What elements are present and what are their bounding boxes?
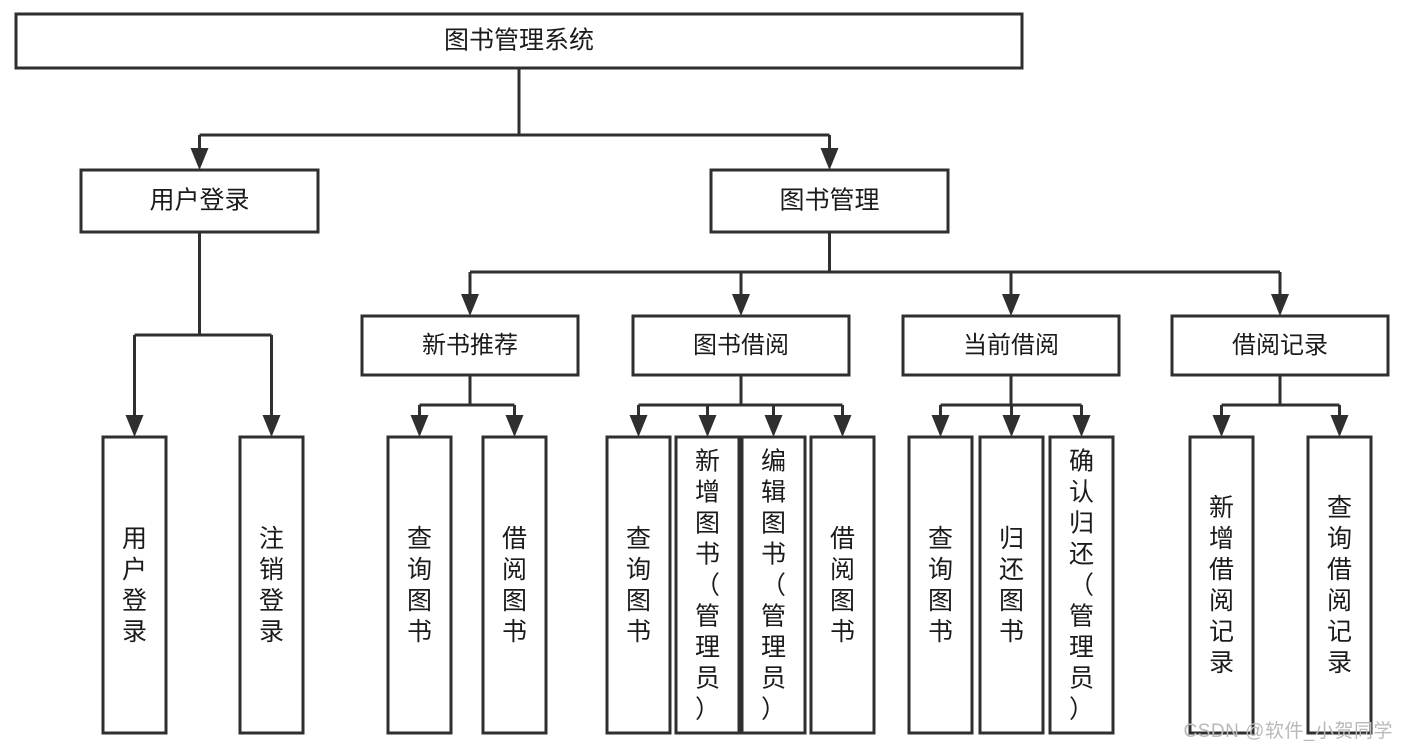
- node-borrow-record[interactable]: 借阅记录: [1170, 314, 1390, 377]
- node-leaf-rect: [605, 435, 672, 735]
- node-leaf-label: 注销登录: [259, 525, 284, 646]
- node-leaf-label: 编辑图书（管理员）: [761, 448, 786, 724]
- node-user-login-rect: [79, 168, 320, 234]
- arrow-head-icon-leaf: [1072, 415, 1091, 437]
- node-leaf-label: 查询图书: [407, 525, 432, 646]
- node-leaf-rect: [386, 435, 453, 735]
- node-leaf-label: 借阅图书: [502, 525, 527, 646]
- node-leaf-label: 归还图书: [999, 525, 1024, 646]
- node-root-label: 图书管理系统: [444, 27, 594, 55]
- arrow-head-icon-current-borrow: [1002, 294, 1020, 316]
- node-leaf[interactable]: 借阅图书: [481, 435, 548, 735]
- node-leaf-label: 查询图书: [928, 525, 953, 646]
- node-leaf-rect: [101, 435, 168, 735]
- node-leaf-rect: [1048, 435, 1115, 735]
- arrow-head-icon-leaf: [125, 415, 144, 437]
- arrow-head-icon-leaf: [262, 415, 281, 437]
- node-root[interactable]: 图书管理系统: [14, 12, 1024, 70]
- node-leaf[interactable]: 新增借阅记录: [1188, 435, 1255, 735]
- node-book-management-rect: [709, 168, 950, 234]
- node-leaf-rect: [238, 435, 305, 735]
- arrow-head-icon-leaf: [410, 415, 429, 437]
- node-current-borrow-label: 当前借阅: [963, 332, 1059, 359]
- arrow-head-icon-leaf: [505, 415, 524, 437]
- node-current-borrow[interactable]: 当前借阅: [901, 314, 1121, 377]
- node-user-login-label: 用户登录: [149, 187, 249, 215]
- arrow-head-icon-leaf: [1002, 415, 1021, 437]
- node-leaf-rect: [740, 435, 807, 735]
- node-leaf-label: 新增借阅记录: [1209, 494, 1234, 677]
- node-leaf[interactable]: 查询图书: [605, 435, 672, 735]
- node-leaf-rect: [481, 435, 548, 735]
- arrow-head-icon-leaf: [1212, 415, 1231, 437]
- node-leaf[interactable]: 归还图书: [978, 435, 1045, 735]
- node-borrow-record-label: 借阅记录: [1232, 332, 1328, 359]
- arrow-head-icon-leaf: [931, 415, 950, 437]
- node-leaf-rect: [809, 435, 876, 735]
- node-leaf-rect: [1306, 435, 1373, 735]
- node-leaf[interactable]: 查询图书: [386, 435, 453, 735]
- arrow-head-icon-leaf: [764, 415, 783, 437]
- node-leaf-label: 新增图书（管理员）: [695, 448, 720, 724]
- node-book-borrow-label: 图书借阅: [693, 332, 789, 359]
- arrow-head-icon-borrow-record: [1271, 294, 1289, 316]
- node-leaf-label: 查询图书: [626, 525, 651, 646]
- node-leaf[interactable]: 确认归还（管理员）: [1048, 435, 1115, 735]
- node-leaf-rect: [978, 435, 1045, 735]
- arrow-head-icon-user-login: [190, 148, 209, 170]
- node-leaf[interactable]: 编辑图书（管理员）: [740, 435, 807, 735]
- node-book-management[interactable]: 图书管理: [709, 168, 950, 234]
- arrow-head-icon-new-book-recommend: [461, 294, 479, 316]
- arrow-head-icon-leaf: [698, 415, 717, 437]
- node-root-rect: [14, 12, 1024, 70]
- node-new-book-recommend-label: 新书推荐: [422, 332, 518, 359]
- arrow-head-icon-leaf: [1330, 415, 1349, 437]
- arrow-head-icon-leaf: [629, 415, 648, 437]
- node-leaf[interactable]: 查询借阅记录: [1306, 435, 1373, 735]
- node-leaf-rect: [907, 435, 974, 735]
- arrow-head-icon-book-borrow: [732, 294, 750, 316]
- node-leaf-label: 确认归还（管理员）: [1069, 448, 1094, 724]
- node-leaf[interactable]: 注销登录: [238, 435, 305, 735]
- node-leaf-label: 查询借阅记录: [1327, 494, 1352, 677]
- node-leaf-label: 用户登录: [122, 525, 147, 646]
- node-leaf-rect: [674, 435, 741, 735]
- arrow-head-icon-book-management: [820, 148, 839, 170]
- node-leaf-rect: [1188, 435, 1255, 735]
- node-leaf[interactable]: 用户登录: [101, 435, 168, 735]
- node-new-book-recommend[interactable]: 新书推荐: [360, 314, 580, 377]
- node-leaf[interactable]: 查询图书: [907, 435, 974, 735]
- node-user-login[interactable]: 用户登录: [79, 168, 320, 234]
- node-book-borrow-rect: [631, 314, 851, 377]
- node-leaf[interactable]: 借阅图书: [809, 435, 876, 735]
- node-leaf-label: 借阅图书: [830, 525, 855, 646]
- node-book-borrow[interactable]: 图书借阅: [631, 314, 851, 377]
- node-leaf[interactable]: 新增图书（管理员）: [674, 435, 741, 735]
- arrow-head-icon-leaf: [833, 415, 852, 437]
- node-book-management-label: 图书管理: [779, 187, 879, 215]
